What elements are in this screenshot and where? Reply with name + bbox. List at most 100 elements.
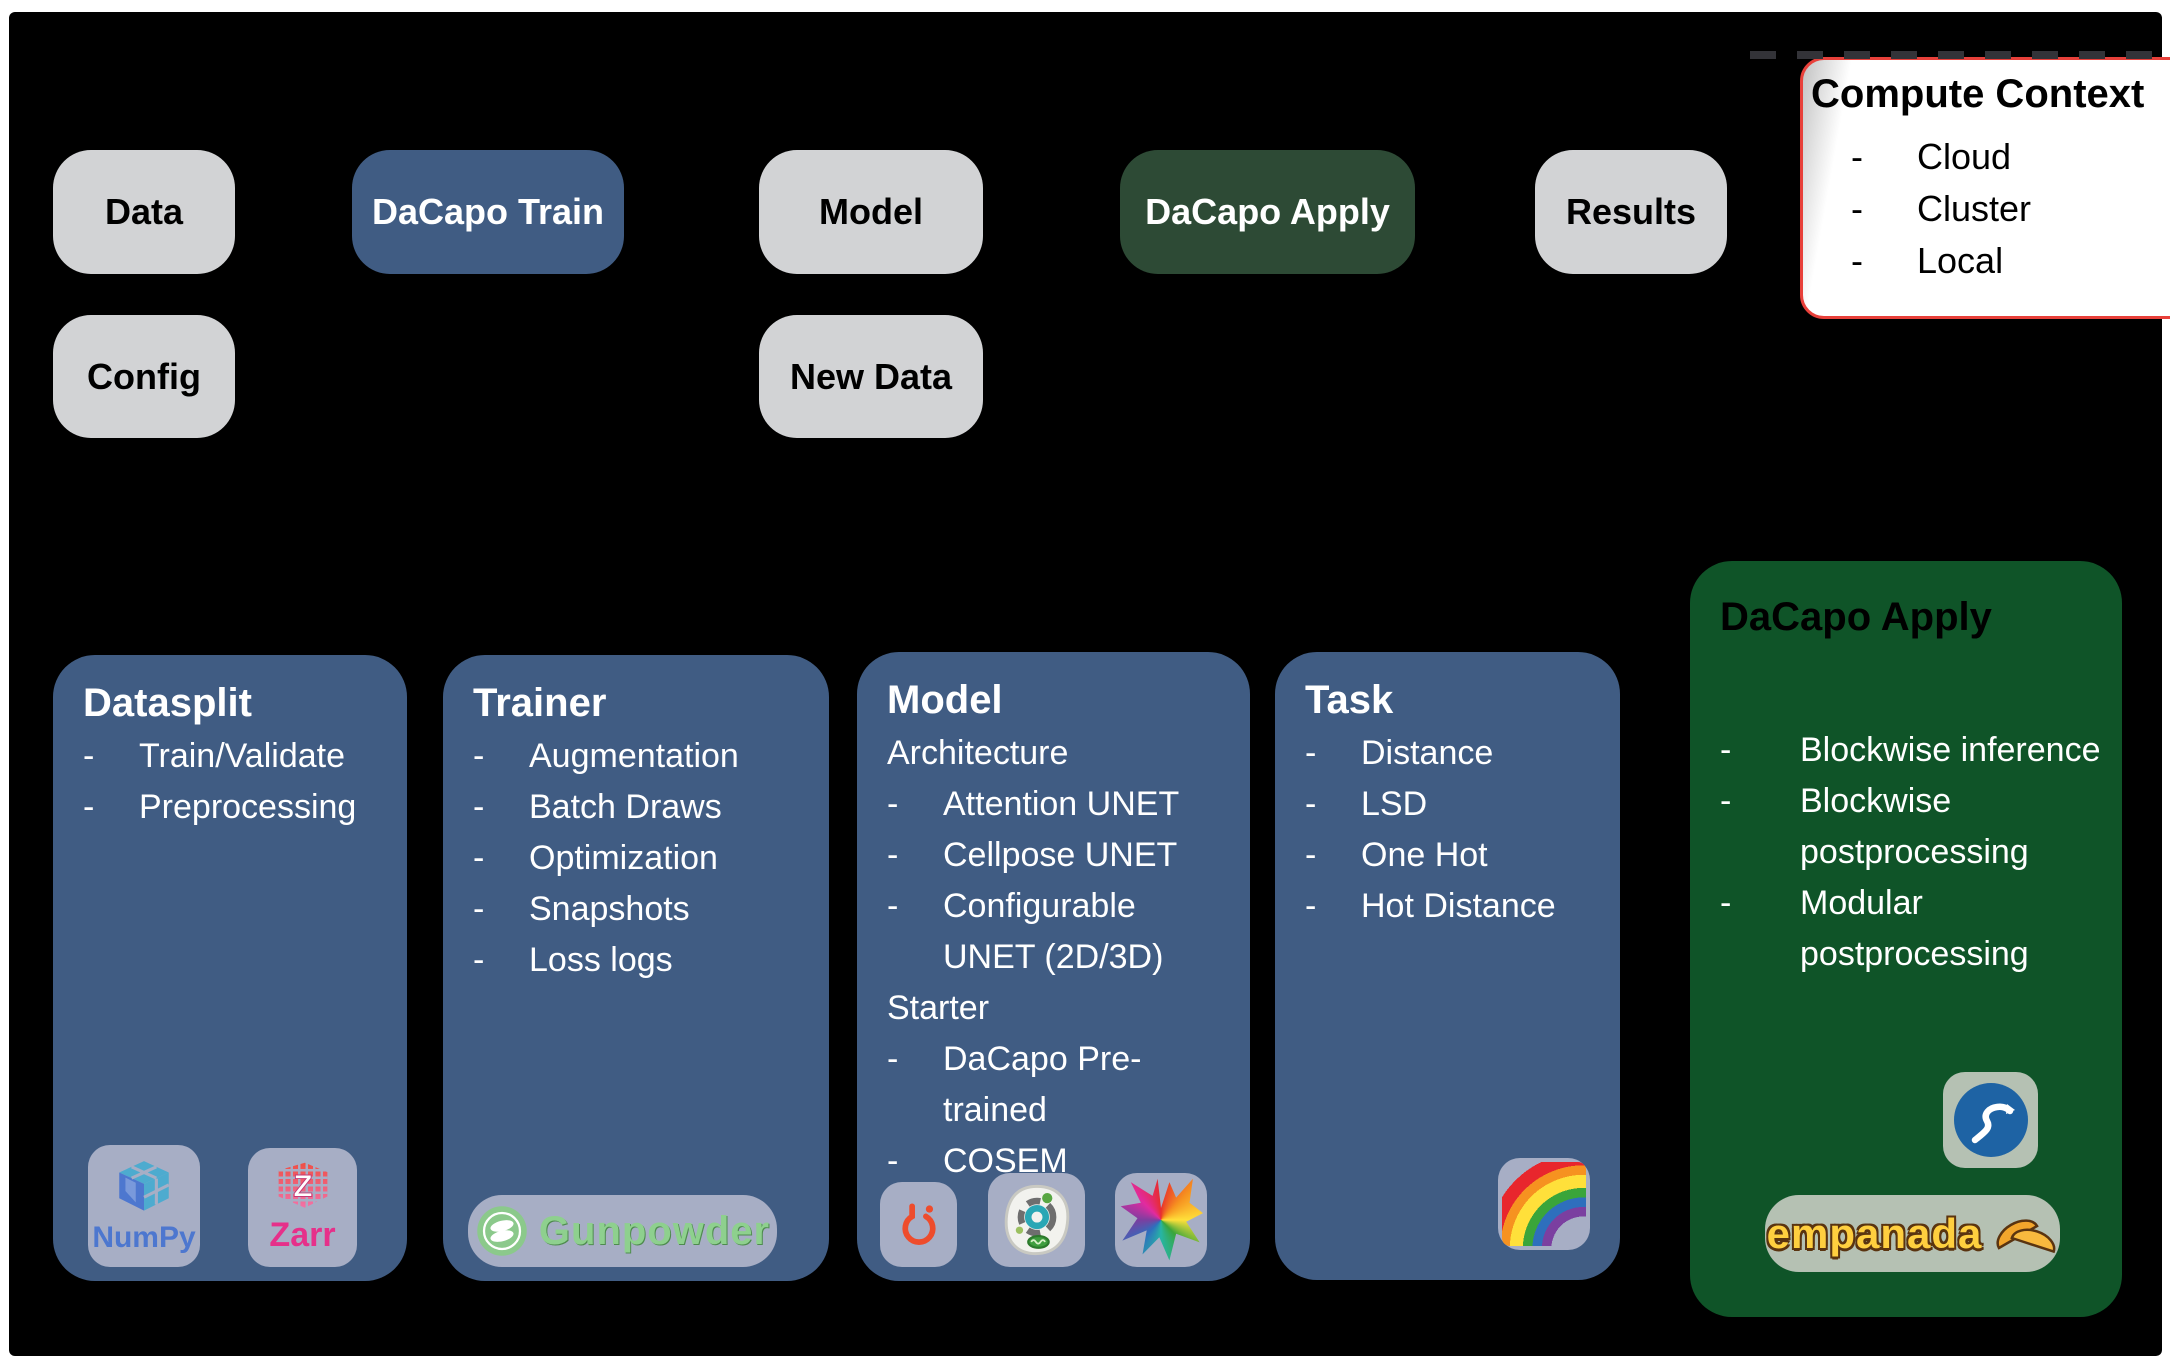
dash-bullet bbox=[1305, 881, 1361, 932]
empanada-label: empanada bbox=[1766, 1209, 1983, 1257]
empanada-pastries-icon bbox=[1996, 1218, 2056, 1253]
compute-context-list: Cloud Cluster Local bbox=[1803, 131, 2170, 287]
neuron-icon bbox=[1120, 1178, 1203, 1261]
compute-context-item: Local bbox=[1917, 240, 2004, 281]
list-item: Cellpose UNET bbox=[887, 830, 1232, 881]
panel-datasplit: Datasplit Train/Validate Preprocessing N… bbox=[53, 655, 407, 1281]
node-new-data[interactable]: New Data bbox=[759, 315, 983, 438]
task-item: One Hot bbox=[1361, 836, 1488, 874]
apply-item: Modular postprocessing bbox=[1800, 884, 2029, 973]
gunpowder-label: Gunpowder bbox=[538, 1208, 771, 1253]
node-dacapo-apply[interactable]: DaCapo Apply bbox=[1120, 150, 1415, 274]
empanada-logo: empanada bbox=[1765, 1195, 2060, 1272]
zarr-label: Zarr bbox=[269, 1216, 336, 1254]
snake-s-icon bbox=[1971, 1103, 2015, 1144]
list-item: One Hot bbox=[1305, 830, 1602, 881]
list-item: Distance bbox=[1305, 728, 1602, 779]
model-starter-heading: Starter bbox=[887, 989, 990, 1027]
pytorch-flame-icon bbox=[901, 1202, 936, 1245]
dash-bullet bbox=[1720, 878, 1800, 980]
numpy-logo: NumPy bbox=[88, 1145, 200, 1267]
node-data-label: Data bbox=[104, 191, 184, 232]
compute-context-item: Cluster bbox=[1917, 188, 2032, 229]
node-dacapo-train-label: DaCapo Train bbox=[371, 191, 605, 232]
dash-bullet bbox=[473, 782, 529, 833]
trainer-item: Batch Draws bbox=[529, 788, 722, 826]
gunpowder-logo: Gunpowder bbox=[468, 1195, 777, 1267]
dash-bullet bbox=[887, 779, 943, 830]
dash-bullet bbox=[473, 935, 529, 986]
list-item: Optimization bbox=[473, 833, 811, 884]
panel-task-title: Task bbox=[1305, 678, 1394, 722]
list-item: Blockwise inference bbox=[1720, 725, 2104, 776]
datasplit-item: Preprocessing bbox=[139, 788, 357, 826]
task-item: Distance bbox=[1361, 734, 1494, 772]
panel-datasplit-title: Datasplit bbox=[83, 681, 252, 725]
model-architecture-heading: Architecture bbox=[887, 734, 1069, 772]
panel-model: Model Architecture Attention UNET Cellpo… bbox=[857, 652, 1250, 1281]
list-item: Blockwise postprocessing bbox=[1720, 776, 2104, 878]
dash-bullet bbox=[1851, 188, 1917, 230]
model-item: Attention UNET bbox=[943, 785, 1180, 823]
apply-item: Blockwise postprocessing bbox=[1800, 782, 2029, 871]
dash-bullet bbox=[1720, 776, 1800, 878]
rainbow-logo bbox=[1498, 1158, 1590, 1250]
apply-list: Blockwise inference Blockwise postproces… bbox=[1720, 725, 2104, 980]
model-item: Cellpose UNET bbox=[943, 836, 1178, 874]
panel-model-title: Model bbox=[887, 678, 1003, 722]
apply-item: Blockwise inference bbox=[1800, 731, 2101, 769]
numpy-label: NumPy bbox=[92, 1221, 196, 1254]
dash-bullet bbox=[1305, 779, 1361, 830]
zarr-letter: Z bbox=[293, 1168, 312, 1204]
list-item: Local bbox=[1851, 235, 2170, 287]
gunpowder-badge-icon bbox=[477, 1206, 527, 1256]
list-item: Cluster bbox=[1851, 183, 2170, 235]
dash-bullet bbox=[887, 881, 943, 983]
list-item: DaCapo Pre-trained bbox=[887, 1034, 1232, 1136]
task-item: LSD bbox=[1361, 785, 1428, 823]
dash-bullet bbox=[1720, 725, 1800, 776]
skimage-circle bbox=[1953, 1083, 2028, 1157]
dash-bullet bbox=[1851, 240, 1917, 282]
list-item: Hot Distance bbox=[1305, 881, 1602, 932]
list-item: LSD bbox=[1305, 779, 1602, 830]
list-item: Augmentation bbox=[473, 731, 811, 782]
dash-bullet bbox=[1851, 136, 1917, 178]
node-data[interactable]: Data bbox=[53, 150, 235, 274]
datasplit-item: Train/Validate bbox=[139, 737, 345, 775]
dashed-connector-line bbox=[1750, 51, 2170, 59]
compute-context-item: Cloud bbox=[1917, 136, 2012, 177]
rainbow-icon bbox=[1502, 1162, 1586, 1246]
node-dacapo-apply-label: DaCapo Apply bbox=[1145, 191, 1390, 232]
dash-bullet bbox=[473, 884, 529, 935]
dash-bullet bbox=[1305, 728, 1361, 779]
model-item: DaCapo Pre-trained bbox=[943, 1040, 1142, 1129]
dash-bullet bbox=[887, 1136, 943, 1187]
panel-dacapo-apply: DaCapo Apply Blockwise inference Blockwi… bbox=[1690, 561, 2122, 1317]
list-item: Modular postprocessing bbox=[1720, 878, 2104, 980]
pytorch-logo bbox=[880, 1182, 957, 1267]
node-dacapo-train[interactable]: DaCapo Train bbox=[352, 150, 624, 274]
node-results-label: Results bbox=[1565, 191, 1697, 232]
list-item: Batch Draws bbox=[473, 782, 811, 833]
trainer-item: Augmentation bbox=[529, 737, 739, 775]
trainer-item: Optimization bbox=[529, 839, 718, 877]
dash-bullet bbox=[887, 830, 943, 881]
list-item: Loss logs bbox=[473, 935, 811, 986]
zarr-logo: Z Zarr bbox=[248, 1148, 357, 1267]
trainer-item: Loss logs bbox=[529, 941, 673, 979]
node-results[interactable]: Results bbox=[1535, 150, 1727, 274]
list-item: Preprocessing bbox=[83, 782, 389, 833]
panel-task: Task Distance LSD One Hot Hot Distance bbox=[1275, 652, 1620, 1280]
node-config[interactable]: Config bbox=[53, 315, 235, 438]
node-model-label: Model bbox=[819, 191, 923, 232]
dash-bullet bbox=[83, 731, 139, 782]
dash-bullet bbox=[473, 833, 529, 884]
zarr-grid-icon: Z bbox=[278, 1162, 327, 1208]
list-item: Attention UNET bbox=[887, 779, 1232, 830]
numpy-cube-icon bbox=[119, 1161, 170, 1211]
node-model[interactable]: Model bbox=[759, 150, 983, 274]
list-item: Train/Validate bbox=[83, 731, 389, 782]
dash-bullet bbox=[887, 1034, 943, 1136]
task-item: Hot Distance bbox=[1361, 887, 1556, 925]
